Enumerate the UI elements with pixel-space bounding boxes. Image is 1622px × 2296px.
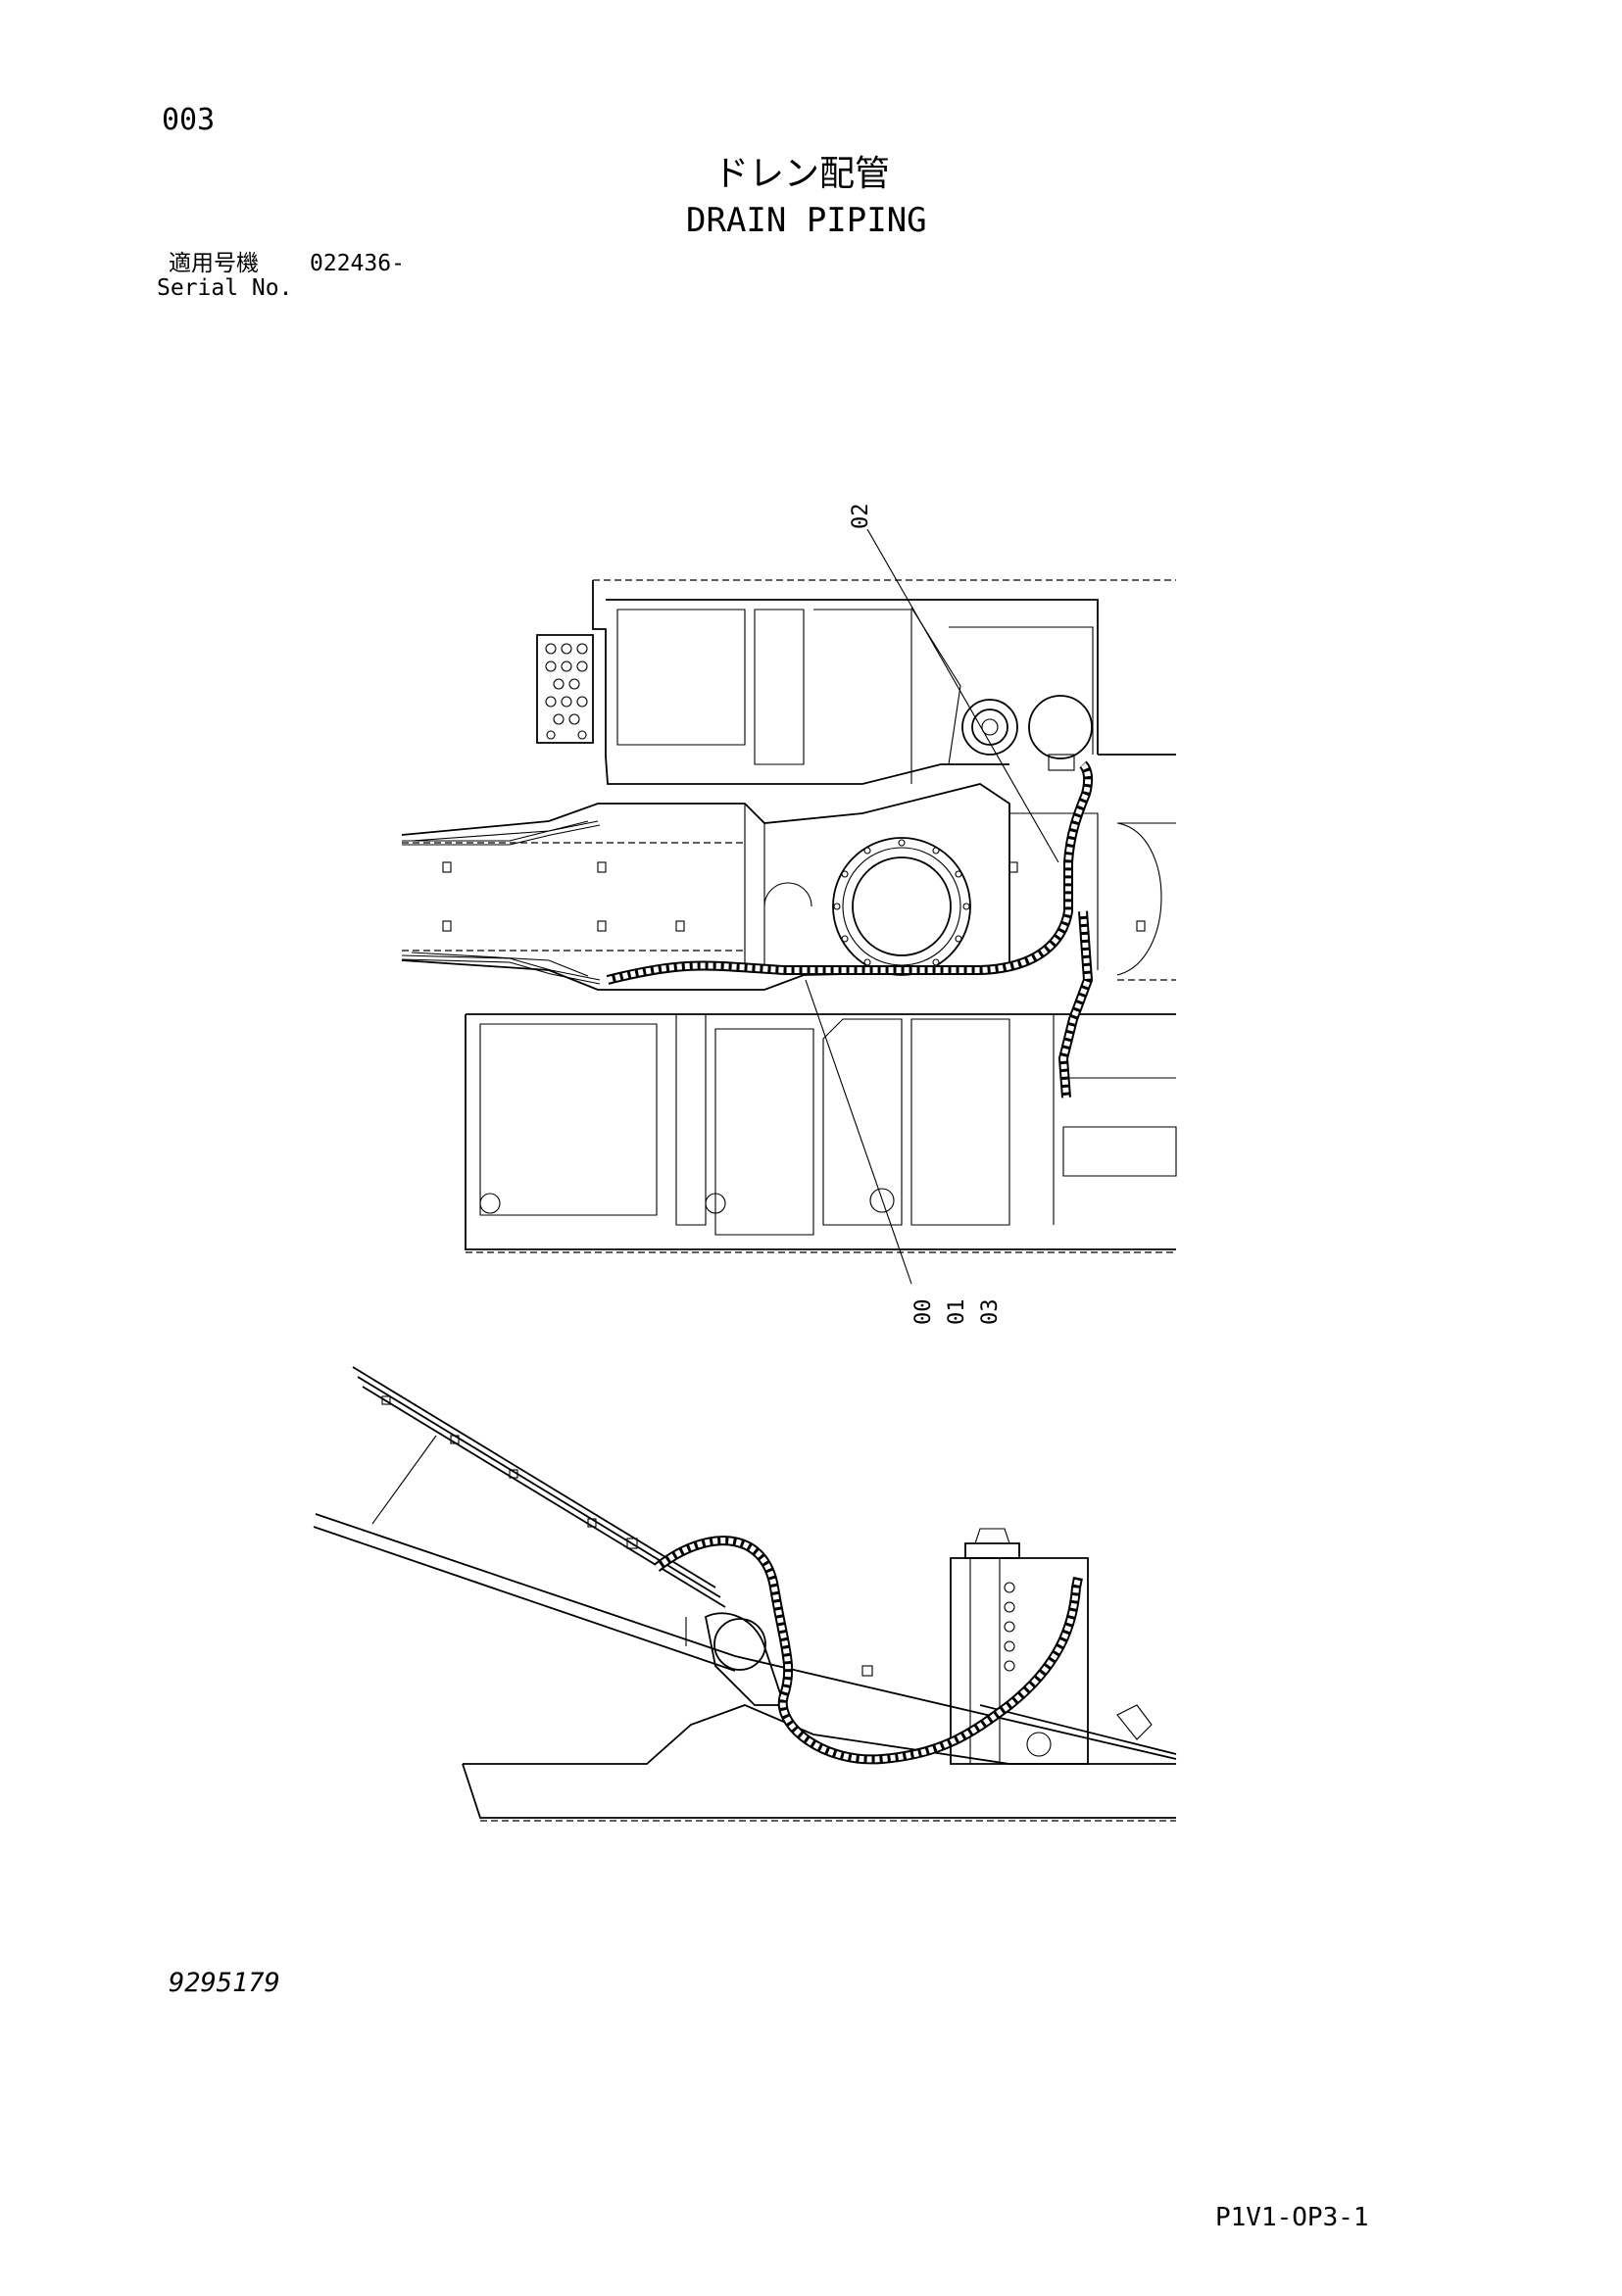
page-number: 003 xyxy=(162,103,216,137)
side-view xyxy=(313,1366,1177,1822)
callout-part-03: 03 xyxy=(978,1298,1003,1326)
callout-part-01: 01 xyxy=(945,1298,969,1326)
plan-view xyxy=(401,528,1177,1285)
serial-label-english: Serial No. xyxy=(157,275,293,301)
callout-part-02: 02 xyxy=(849,503,873,530)
page-code: P1V1-OP3-1 xyxy=(1215,2203,1369,2232)
title-japanese: ドレン配管 xyxy=(713,154,891,194)
drawing-number: 9295179 xyxy=(169,1968,280,1998)
radiator-holes xyxy=(545,643,588,740)
title-english: DRAIN PIPING xyxy=(686,201,927,240)
serial-number-value: 022436- xyxy=(310,251,405,276)
serial-label-japanese: 適用号機 xyxy=(169,251,259,276)
callout-part-00: 00 xyxy=(911,1298,936,1326)
